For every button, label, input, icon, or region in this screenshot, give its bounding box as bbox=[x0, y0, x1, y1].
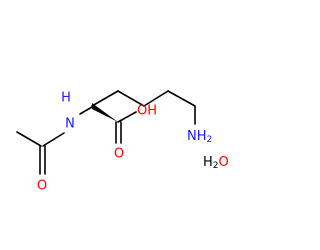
bond-carbonyl-nitrogen bbox=[42, 132, 65, 147]
atom-acetyl-oxygen: O bbox=[37, 179, 47, 194]
water-h: H bbox=[203, 155, 213, 170]
bond-acid-carbon-hydroxyl bbox=[117, 111, 137, 123]
bond-chain-2 bbox=[117, 90, 145, 107]
atom-amine-n: N bbox=[187, 129, 197, 144]
bond-methyl-carbonyl bbox=[16, 131, 42, 147]
bond-nitrogen-alpha-carbon bbox=[79, 106, 93, 115]
atom-hydroxyl: OH bbox=[137, 104, 157, 119]
atom-amine-subscript: 2 bbox=[207, 135, 213, 145]
bond-chain-1 bbox=[91, 90, 119, 107]
atom-amine-h: H bbox=[197, 129, 207, 144]
water-label: H2O bbox=[203, 155, 229, 172]
bond-chain-3 bbox=[143, 90, 169, 107]
bond-chain-4 bbox=[167, 90, 196, 107]
atom-acid-carbonyl-oxygen: O bbox=[114, 147, 124, 162]
atom-amine: NH2 bbox=[187, 129, 212, 146]
atom-amide-n: N bbox=[65, 117, 75, 132]
water-subscript: 2 bbox=[213, 161, 219, 171]
atom-amide-h: H bbox=[61, 91, 71, 106]
chemical-structure: H N O O OH NH2 H2O bbox=[16, 90, 229, 194]
water-o: O bbox=[219, 155, 229, 170]
stereo-wedge-bond bbox=[92, 103, 118, 122]
